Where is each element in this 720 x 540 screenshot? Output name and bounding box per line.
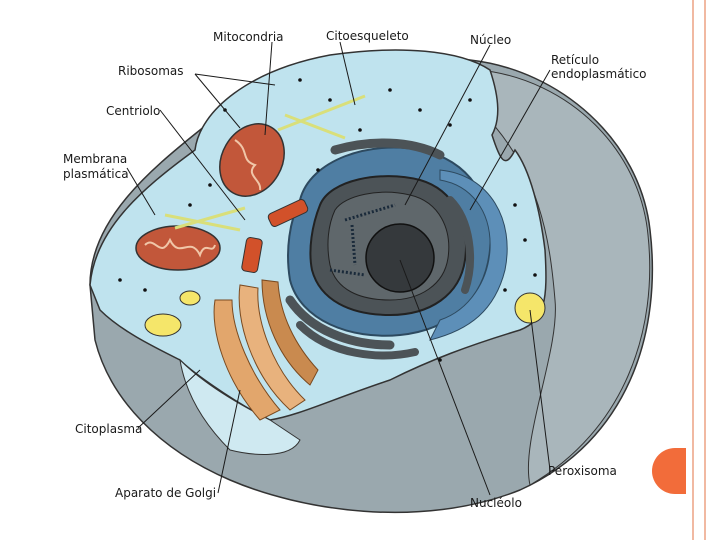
label-aparato-golgi: Aparato de Golgi bbox=[115, 486, 216, 500]
label-membrana-2: plasmática bbox=[63, 167, 129, 181]
ribosomes bbox=[118, 78, 537, 362]
chromatin bbox=[329, 268, 366, 277]
label-peroxisoma: Peroxisoma bbox=[548, 464, 617, 478]
cytoskeleton-fiber bbox=[284, 113, 346, 140]
peroxisome bbox=[514, 292, 546, 324]
centriole bbox=[267, 199, 309, 227]
chromatin bbox=[344, 203, 396, 222]
cell-diagram: Mitocondria Citoesqueleto Núcleo Retícul… bbox=[63, 29, 654, 514]
nucleolus bbox=[365, 223, 435, 293]
label-ribosomas: Ribosomas bbox=[118, 64, 184, 78]
label-nucleo: Núcleo bbox=[470, 33, 511, 47]
chromatin bbox=[350, 224, 357, 266]
border-line-right bbox=[704, 0, 706, 540]
label-citoesqueleto: Citoesqueleto bbox=[326, 29, 409, 43]
mitochondrion bbox=[219, 123, 285, 197]
label-centriolo: Centriolo bbox=[106, 104, 160, 118]
golgi-apparatus bbox=[261, 279, 319, 386]
cristae bbox=[144, 237, 216, 258]
golgi-apparatus bbox=[213, 299, 281, 421]
membrane-rim bbox=[479, 69, 651, 486]
cytoskeleton-fiber bbox=[174, 206, 246, 230]
label-reticulo-1: Retículo bbox=[551, 53, 599, 67]
er-fold bbox=[330, 138, 445, 160]
label-reticulo-2: endoplasmático bbox=[551, 67, 647, 81]
label-citoplasma: Citoplasma bbox=[75, 422, 142, 436]
er-fold bbox=[296, 321, 419, 360]
cytoskeleton-fiber bbox=[277, 94, 366, 132]
label-nucleolo: Nucléolo bbox=[470, 496, 522, 510]
rough-er bbox=[429, 169, 508, 341]
peroxisome bbox=[179, 290, 201, 306]
cytoplasm-section bbox=[179, 358, 301, 455]
centriole bbox=[241, 237, 263, 273]
er-fold bbox=[446, 196, 474, 294]
accent-shape bbox=[652, 448, 686, 494]
golgi-apparatus bbox=[238, 284, 306, 411]
leader-lines bbox=[126, 41, 551, 496]
cristae bbox=[234, 139, 262, 191]
er-fold bbox=[285, 295, 395, 350]
cytoskeleton-fiber bbox=[164, 213, 241, 232]
border-line-left bbox=[692, 0, 694, 540]
label-mitocondria: Mitocondria bbox=[213, 30, 284, 44]
peroxisome bbox=[144, 313, 182, 337]
label-membrana-1: Membrana bbox=[63, 152, 127, 166]
